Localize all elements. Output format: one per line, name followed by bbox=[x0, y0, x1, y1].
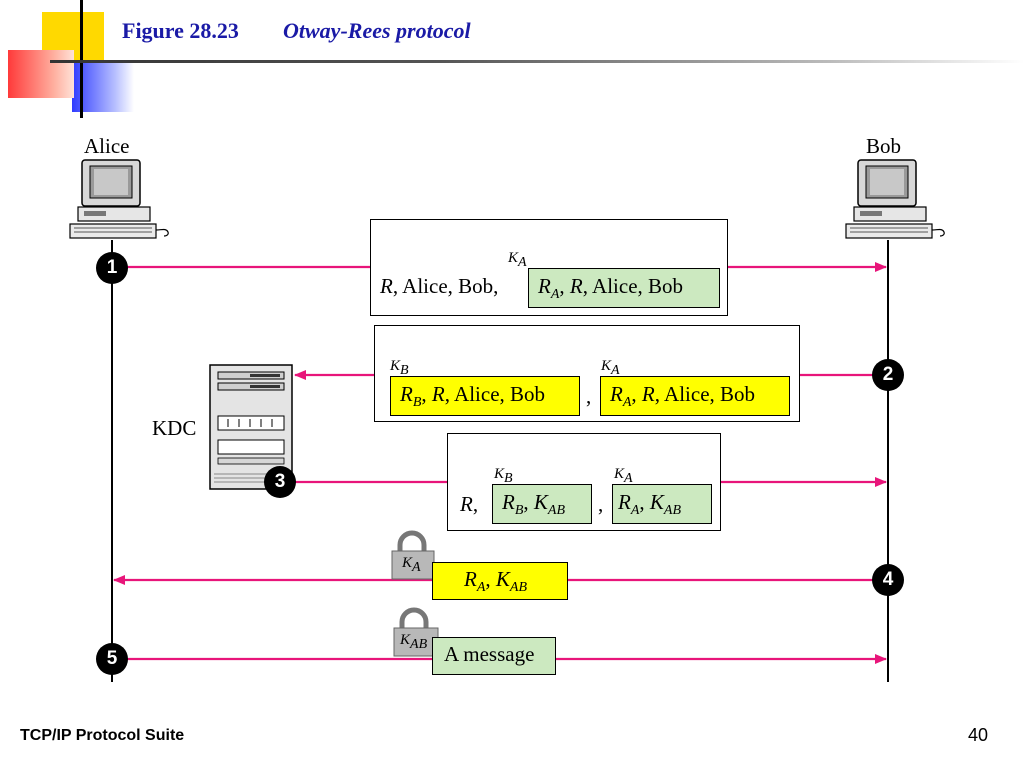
figure-label: Figure 28.23 bbox=[122, 18, 239, 43]
page-number: 40 bbox=[968, 725, 989, 745]
message-2-lock-right-label: KA bbox=[601, 358, 620, 378]
step-circle-3: 3 bbox=[264, 466, 296, 498]
message-4-sealed-text: RA, KAB bbox=[464, 567, 528, 596]
message-5-sealed-text: A message bbox=[444, 642, 535, 666]
bob-label: Bob bbox=[866, 134, 902, 158]
message-2-sealed-right-text: RA, R, Alice, Bob bbox=[610, 382, 756, 411]
kdc-label: KDC bbox=[152, 416, 197, 440]
message-3-lock-left-label: KB bbox=[494, 466, 513, 486]
message-4-sealed bbox=[432, 562, 568, 600]
message-3-sealed-right bbox=[612, 484, 712, 524]
message-1-sealed bbox=[528, 268, 720, 308]
message-5-lock-label: KAB bbox=[400, 632, 428, 652]
message-1-prefix: R, Alice, Bob, bbox=[380, 274, 499, 298]
message-2-sealed-left bbox=[390, 376, 580, 416]
lock-icon-m4 bbox=[391, 530, 435, 580]
message-2-sealed-right bbox=[600, 376, 790, 416]
title-underline bbox=[50, 60, 1024, 63]
step-circle-1: 1 bbox=[96, 252, 128, 284]
bob-computer-icon bbox=[845, 159, 945, 239]
message-3-sealed-left bbox=[492, 484, 592, 524]
message-5-sealed bbox=[432, 637, 556, 675]
message-3-prefix: R, bbox=[460, 492, 479, 516]
message-2-sealed-left-text: RB, R, Alice, Bob bbox=[400, 382, 546, 411]
figure-title: Otway-Rees protocol bbox=[283, 18, 471, 43]
footer-title: TCP/IP Protocol Suite bbox=[20, 727, 185, 744]
alice-computer-icon bbox=[69, 159, 169, 239]
step-circle-4: 4 bbox=[872, 564, 904, 596]
message-3-sealed-left-text: RB, KAB bbox=[502, 490, 566, 519]
message-2-separator: , bbox=[586, 384, 592, 408]
message-2-lock-left-label: KB bbox=[390, 358, 409, 378]
step-circle-2: 2 bbox=[872, 359, 904, 391]
alice-label: Alice bbox=[84, 134, 130, 158]
message-4-lock-label: KA bbox=[402, 555, 421, 575]
decor-square-red bbox=[8, 50, 74, 98]
message-1-sealed-text: RA, R, Alice, Bob bbox=[538, 274, 684, 303]
message-3-lock-right-label: KA bbox=[614, 466, 633, 486]
step-circle-5: 5 bbox=[96, 643, 128, 675]
message-1-lock-label: KA bbox=[508, 250, 527, 270]
message-3-sealed-right-text: RA, KAB bbox=[618, 490, 682, 519]
message-3-separator: , bbox=[598, 492, 604, 516]
decor-vertical-line bbox=[80, 0, 83, 118]
